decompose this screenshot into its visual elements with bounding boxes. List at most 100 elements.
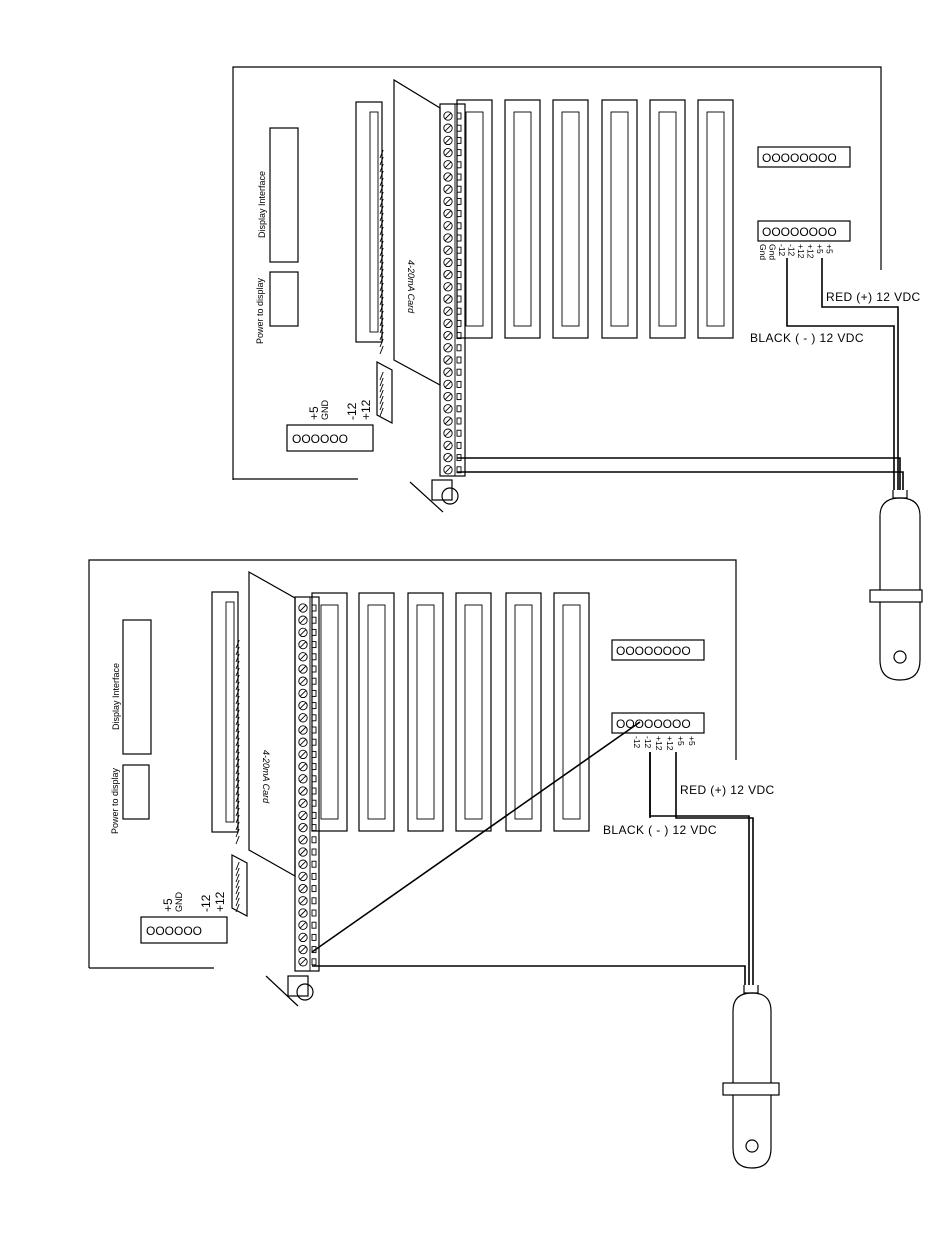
expansion-slot <box>359 593 394 831</box>
terminal-screw-slot <box>445 137 451 143</box>
expansion-slot <box>408 593 443 831</box>
diagonal-wire <box>312 722 640 952</box>
connector-pin-label: +5 <box>815 244 825 254</box>
probe-hole <box>894 651 906 663</box>
power-to-display-label: Power to display <box>110 767 120 834</box>
expansion-slot-socket <box>707 112 724 326</box>
terminal-contact <box>312 605 316 611</box>
terminal-screw-slot <box>445 333 451 339</box>
terminal-screws <box>299 604 316 966</box>
status-led <box>297 984 313 1000</box>
terminal-contact <box>312 934 316 940</box>
terminal-contact <box>312 873 316 879</box>
terminal-screw-slot <box>300 788 306 794</box>
expansion-slot <box>457 100 492 338</box>
expansion-slots <box>457 100 733 338</box>
foot-edge <box>410 482 443 512</box>
terminal-screw-slot <box>445 125 451 131</box>
terminal-screw-slot <box>445 357 451 363</box>
terminal-screw-slot <box>300 739 306 745</box>
terminal-screw-slot <box>445 235 451 241</box>
wiring-diagram-top: Display Interface Power to display 4-20m… <box>233 67 922 680</box>
terminal-contact <box>457 394 461 400</box>
terminal-screw-slot <box>300 922 306 928</box>
terminal-contact <box>457 272 461 278</box>
terminal-contact <box>457 296 461 302</box>
terminal-contact <box>457 369 461 375</box>
connector-pin-label: +5 <box>676 736 686 746</box>
connector-pin-label: Gnd <box>768 244 778 260</box>
terminal-contact <box>457 125 461 131</box>
bottom-connector-pin-labels: -12-12+12+12+5+5 <box>632 736 697 751</box>
terminal-screw-slot <box>300 947 306 953</box>
power-label-plus5: +5 <box>307 406 321 420</box>
terminal-screw-slot <box>445 211 451 217</box>
terminal-contact <box>457 418 461 424</box>
terminal-screw-slot <box>445 442 451 448</box>
terminal-screw-slot <box>300 776 306 782</box>
terminal-contact <box>457 308 461 314</box>
display-interface-label: Display Interface <box>257 171 267 238</box>
ribbon-connector-inner <box>370 112 378 332</box>
terminal-screw-slot <box>300 959 306 965</box>
terminal-screw-slot <box>445 284 451 290</box>
terminal-contact <box>457 223 461 229</box>
terminal-contact <box>312 764 316 770</box>
expansion-slot-socket <box>465 605 482 819</box>
terminal-contact <box>457 357 461 363</box>
card-label: 4-20mA Card <box>261 750 271 804</box>
terminal-screw-slot <box>300 849 306 855</box>
power-terminal-holes: OOOOOO <box>146 924 202 938</box>
terminal-screw-slot <box>445 418 451 424</box>
terminal-contact <box>312 703 316 709</box>
terminal-contact <box>457 235 461 241</box>
terminal-contact <box>457 345 461 351</box>
terminal-contact <box>457 442 461 448</box>
power-label-gnd: GND <box>174 892 184 913</box>
connector-pin-label: Gnd <box>758 244 768 260</box>
terminal-contact <box>312 617 316 623</box>
power-label-minus12: -12 <box>199 894 213 912</box>
terminal-screw-slot <box>300 642 306 648</box>
probe-hole <box>746 1140 758 1152</box>
hatch-line <box>236 836 239 844</box>
expansion-slot <box>554 593 589 831</box>
terminal-screw-slot <box>300 898 306 904</box>
ribbon-connector-inner <box>226 602 234 822</box>
terminal-contact <box>312 654 316 660</box>
connector-pin-label: +12 <box>654 736 664 751</box>
expansion-slot-socket <box>368 605 385 819</box>
black-wire-label: BLACK ( - ) 12 VDC <box>750 331 864 345</box>
terminal-screw-slot <box>300 934 306 940</box>
terminal-contact <box>457 284 461 290</box>
signal-wire-a <box>457 458 900 490</box>
expansion-slot-socket <box>466 112 483 326</box>
enclosure-outline <box>233 67 881 480</box>
terminal-contact <box>312 727 316 733</box>
terminal-screw-slot <box>445 467 451 473</box>
terminal-screw-slot <box>300 886 306 892</box>
terminal-screw-slot <box>300 910 306 916</box>
terminal-contact <box>312 959 316 965</box>
terminal-screw-slot <box>445 247 451 253</box>
terminal-screw-slot <box>445 394 451 400</box>
display-interface-box <box>270 128 298 262</box>
terminal-screw-slot <box>445 186 451 192</box>
terminal-screw-slot <box>445 296 451 302</box>
terminal-contact <box>457 381 461 387</box>
terminal-screw-slot <box>445 223 451 229</box>
terminal-screw-slot <box>445 381 451 387</box>
power-to-display-label: Power to display <box>255 277 265 344</box>
terminal-contact <box>312 776 316 782</box>
expansion-slot-socket <box>562 112 579 326</box>
terminal-contact <box>457 174 461 180</box>
terminal-contact <box>457 406 461 412</box>
terminal-screw-slot <box>300 617 306 623</box>
terminal-screw-slot <box>445 272 451 278</box>
connector-pin-label: -12 <box>787 244 797 257</box>
top-connector-holes: OOOOOOOO <box>762 151 837 165</box>
terminal-contact <box>312 800 316 806</box>
expansion-slot-socket <box>611 112 628 326</box>
power-to-display-box <box>123 765 149 819</box>
expansion-slot-socket <box>417 605 434 819</box>
